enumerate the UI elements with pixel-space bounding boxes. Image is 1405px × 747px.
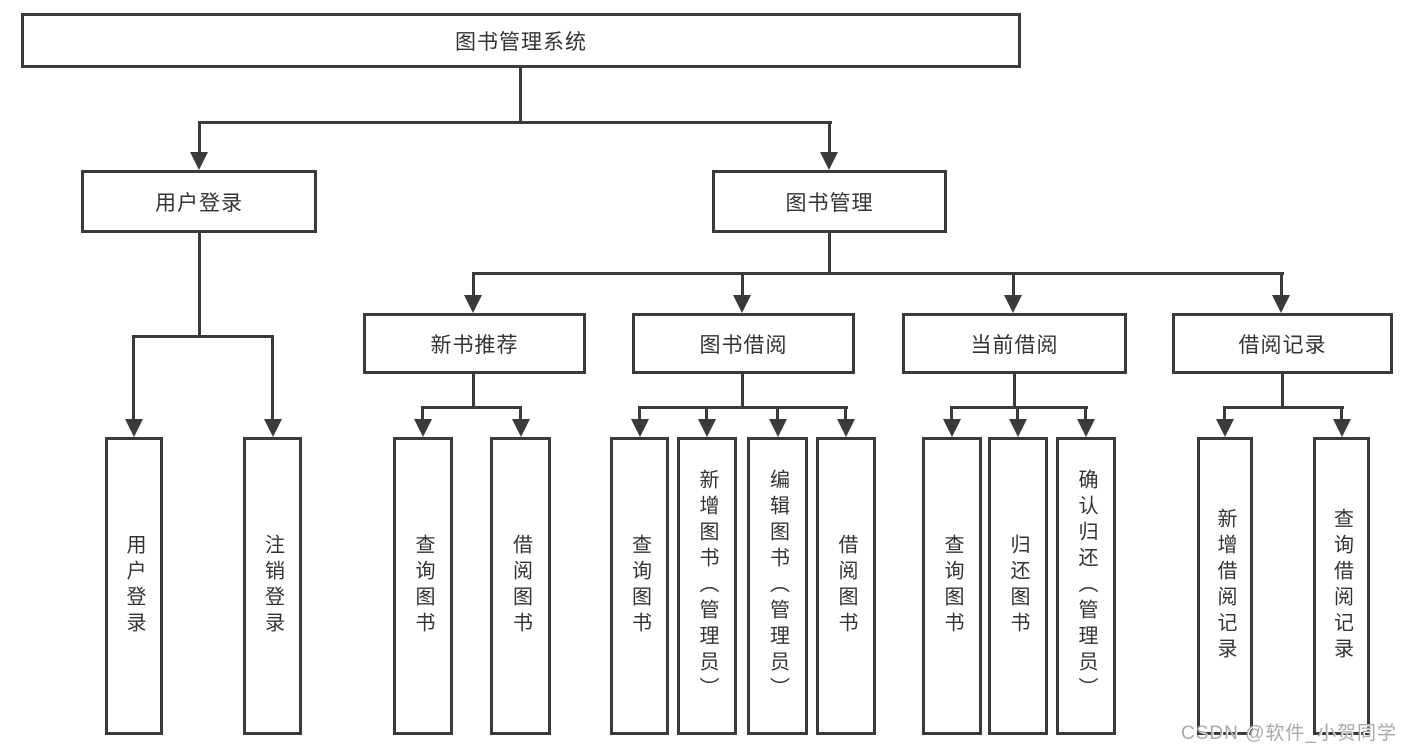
leaf-query-books-current: 查询图书: [922, 437, 982, 735]
edge-drop: [472, 374, 475, 406]
leaf-borrow-books: 借阅图书: [816, 437, 876, 735]
arrowhead-down-icon: [631, 419, 649, 437]
edge-level3-bar: [472, 272, 1284, 275]
arrowhead-down-icon: [769, 419, 787, 437]
leaf-label: 查询图书: [941, 534, 963, 638]
edge-stem: [519, 406, 522, 421]
leaf-query-books-recommend: 查询图书: [393, 437, 453, 735]
leaf-edit-books-admin: 编辑图书（管理员）: [747, 437, 808, 735]
node-label: 图书管理系统: [455, 30, 587, 54]
leaf-label: 编辑图书（管理员）: [766, 469, 789, 703]
arrowhead-down-icon: [125, 419, 143, 437]
arrowhead-down-icon: [837, 419, 855, 437]
edge-stem: [638, 406, 641, 421]
edge-book-mgmt-drop: [828, 233, 831, 272]
leaf-add-borrow-record: 新增借阅记录: [1197, 437, 1253, 735]
edge-stem: [1340, 406, 1343, 421]
edge-stem: [1084, 406, 1087, 421]
edge-stem: [705, 406, 708, 421]
node-label: 图书借阅: [699, 333, 788, 357]
edge-bar: [950, 406, 1088, 409]
edge-stem: [132, 335, 135, 421]
node-user-login: 用户登录: [81, 170, 317, 233]
edge-bar: [421, 406, 522, 409]
leaf-query-borrow-record: 查询借阅记录: [1313, 437, 1370, 735]
edge-drop: [1013, 374, 1016, 406]
leaf-borrow-books-recommend: 借阅图书: [490, 437, 551, 735]
edge-stem: [198, 121, 201, 154]
edge-stem: [421, 406, 424, 421]
leaf-label: 用户登录: [123, 534, 145, 638]
node-label: 借阅记录: [1238, 333, 1327, 357]
edge-bar: [638, 406, 848, 409]
node-root-library-system: 图书管理系统: [21, 13, 1021, 68]
leaf-label: 查询图书: [412, 534, 434, 638]
node-label: 当前借阅: [970, 333, 1059, 357]
node-book-management: 图书管理: [712, 170, 947, 233]
leaf-label: 归还图书: [1007, 534, 1029, 638]
edge-stem: [950, 406, 953, 421]
leaf-confirm-return-admin: 确认归还（管理员）: [1056, 437, 1116, 735]
edge-stem: [1223, 406, 1226, 421]
leaf-label: 借阅图书: [835, 534, 857, 638]
arrowhead-down-icon: [1272, 295, 1290, 313]
node-borrowing-records: 借阅记录: [1172, 313, 1393, 374]
edge-level2-bar: [198, 121, 832, 124]
arrowhead-down-icon: [1216, 419, 1234, 437]
arrowhead-down-icon: [943, 419, 961, 437]
edge-stem: [741, 272, 744, 297]
edge-stem: [271, 335, 274, 421]
leaf-logout: 注销登录: [243, 437, 302, 735]
arrowhead-down-icon: [1009, 419, 1027, 437]
leaf-label: 确认归还（管理员）: [1075, 469, 1097, 703]
edge-stem: [776, 406, 779, 421]
leaf-label: 新增借阅记录: [1214, 508, 1236, 664]
node-label: 新书推荐: [430, 333, 519, 357]
leaf-label: 借阅图书: [509, 534, 532, 638]
edge-stem: [844, 406, 847, 421]
arrowhead-down-icon: [698, 419, 716, 437]
arrowhead-down-icon: [1333, 419, 1351, 437]
edge-user-login-drop: [198, 233, 201, 335]
leaf-user-login: 用户登录: [105, 437, 163, 735]
edge-stem: [1280, 272, 1283, 297]
edge-stem: [828, 121, 831, 154]
edge-drop: [741, 374, 744, 406]
leaf-return-books: 归还图书: [988, 437, 1048, 735]
arrowhead-down-icon: [512, 419, 530, 437]
csdn-watermark: CSDN @软件_小贺同学: [1181, 723, 1397, 744]
leaf-label: 查询图书: [628, 534, 651, 638]
arrowhead-down-icon: [1077, 419, 1095, 437]
edge-root-drop: [519, 68, 522, 121]
arrowhead-down-icon: [190, 152, 208, 170]
leaf-add-books-admin: 新增图书（管理员）: [677, 437, 737, 735]
arrowhead-down-icon: [733, 295, 751, 313]
leaf-query-books-borrowing: 查询图书: [610, 437, 669, 735]
node-new-book-recommend: 新书推荐: [363, 313, 586, 374]
edge-bar: [1223, 406, 1344, 409]
edge-user-login-bar: [132, 335, 274, 338]
node-label: 图书管理: [785, 191, 874, 215]
node-book-borrowing: 图书借阅: [632, 313, 855, 374]
edge-drop: [1281, 374, 1284, 406]
edge-stem: [472, 272, 475, 297]
edge-stem: [1016, 406, 1019, 421]
arrowhead-down-icon: [264, 419, 282, 437]
leaf-label: 注销登录: [261, 534, 284, 638]
leaf-label: 新增图书（管理员）: [696, 469, 718, 703]
arrowhead-down-icon: [1004, 295, 1022, 313]
node-label: 用户登录: [155, 191, 243, 215]
arrowhead-down-icon: [464, 295, 482, 313]
arrowhead-down-icon: [414, 419, 432, 437]
arrowhead-down-icon: [820, 152, 838, 170]
edge-stem: [1012, 272, 1015, 297]
leaf-label: 查询借阅记录: [1330, 508, 1353, 664]
node-current-borrowing: 当前借阅: [902, 313, 1127, 374]
